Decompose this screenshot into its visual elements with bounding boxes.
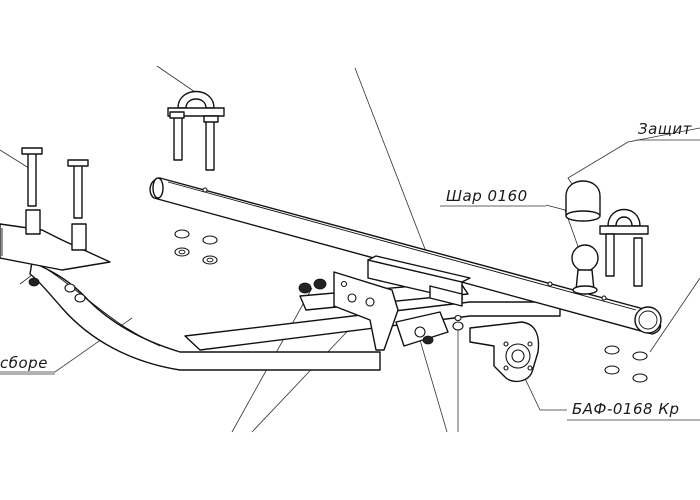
label-assembly: сборе	[0, 354, 48, 372]
tow-ball	[571, 244, 599, 295]
ball-cap	[565, 180, 601, 222]
washers-right	[604, 345, 648, 383]
label-ball: Шар 0160	[446, 187, 528, 205]
label-underlines	[0, 139, 700, 421]
u-bolt-clamp-right	[599, 209, 649, 287]
leader-lines	[0, 65, 700, 433]
label-protection: Защит	[638, 120, 693, 138]
socket-bracket-plate	[469, 321, 540, 383]
u-bolt-clamp-top	[167, 91, 225, 171]
center-mounting-plate	[367, 255, 471, 307]
side-bracket-plate	[333, 271, 449, 351]
bracket-nuts	[298, 278, 464, 345]
washers-left	[174, 229, 218, 265]
left-mounting-plate	[0, 147, 111, 303]
label-socket-bracket: БАФ-0168 Кр	[572, 400, 680, 418]
